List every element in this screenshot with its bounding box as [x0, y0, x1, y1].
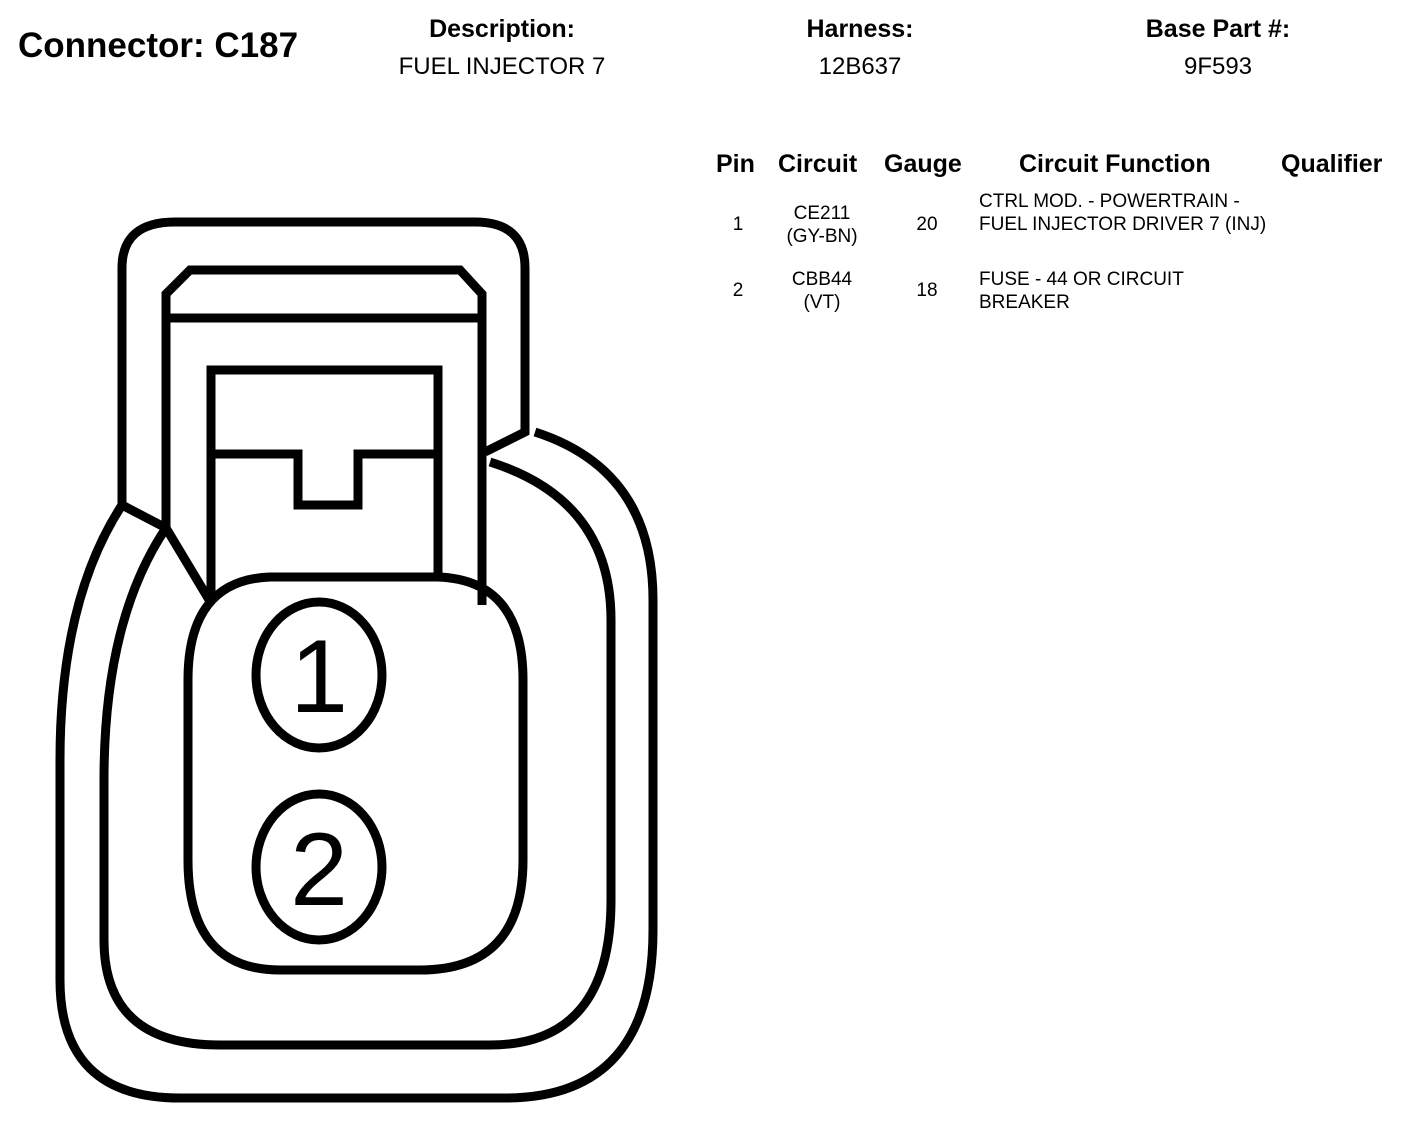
- housing-outer-shell: [55, 427, 658, 1103]
- pin-1-label: 1: [290, 619, 348, 735]
- wire-gauge: 20: [916, 214, 938, 235]
- pin-cavity: [183, 572, 528, 975]
- housing-outer-outline: [117, 217, 530, 505]
- pin-number: 2: [732, 280, 744, 301]
- base-part-label: Base Part #:: [1145, 15, 1291, 43]
- pin-1-circle: [251, 597, 387, 753]
- circuit-code: CE211: [793, 203, 851, 224]
- wire-gauge: 18: [916, 280, 938, 301]
- column-header-qualifier: Qualifier: [1281, 150, 1383, 178]
- circuit-function: CTRL MOD. - POWERTRAIN - FUEL INJECTOR D…: [979, 191, 1267, 235]
- lock-notch: [211, 449, 438, 510]
- column-header-circuit-function: Circuit Function: [1019, 150, 1211, 178]
- column-header-pin: Pin: [716, 150, 755, 178]
- description-block: Description: FUEL INJECTOR 7: [332, 14, 672, 82]
- description-value: FUEL INJECTOR 7: [398, 53, 606, 80]
- harness-label: Harness:: [806, 15, 914, 43]
- description-label: Description:: [429, 15, 575, 43]
- connector-face-diagram: 1 2: [55, 217, 658, 1103]
- pin-2-label: 2: [290, 812, 348, 928]
- circuit-id: CE211 (GY-BN): [766, 202, 878, 248]
- base-part-value: 9F593: [1183, 53, 1253, 80]
- column-header-circuit: Circuit: [778, 150, 858, 178]
- table-row: 1 CE211 (GY-BN) 20 CTRL MOD. - POWERTRAI…: [710, 190, 1400, 260]
- table-row: 2 CBB44 (VT) 18 FUSE - 44 OR CIRCUIT BRE…: [710, 267, 1400, 317]
- wire-color: (GY-BN): [786, 226, 858, 247]
- base-part-block: Base Part #: 9F593: [1068, 14, 1368, 82]
- column-header-gauge: Gauge: [884, 150, 962, 178]
- harness-value: 12B637: [818, 53, 902, 80]
- harness-block: Harness: 12B637: [710, 14, 1010, 82]
- circuit-code: CBB44: [791, 269, 853, 290]
- pin-2-circle: [251, 789, 387, 945]
- circuit-function: FUSE - 44 OR CIRCUIT BREAKER: [979, 269, 1184, 313]
- circuit-id: CBB44 (VT): [766, 268, 878, 314]
- pin-number: 1: [732, 214, 744, 235]
- lock-tab: [206, 365, 443, 603]
- housing-inner-shell: [99, 457, 616, 1050]
- latch-edge: [162, 525, 215, 606]
- connector-title: Connector: C187: [18, 26, 299, 65]
- wire-color: (VT): [803, 292, 841, 313]
